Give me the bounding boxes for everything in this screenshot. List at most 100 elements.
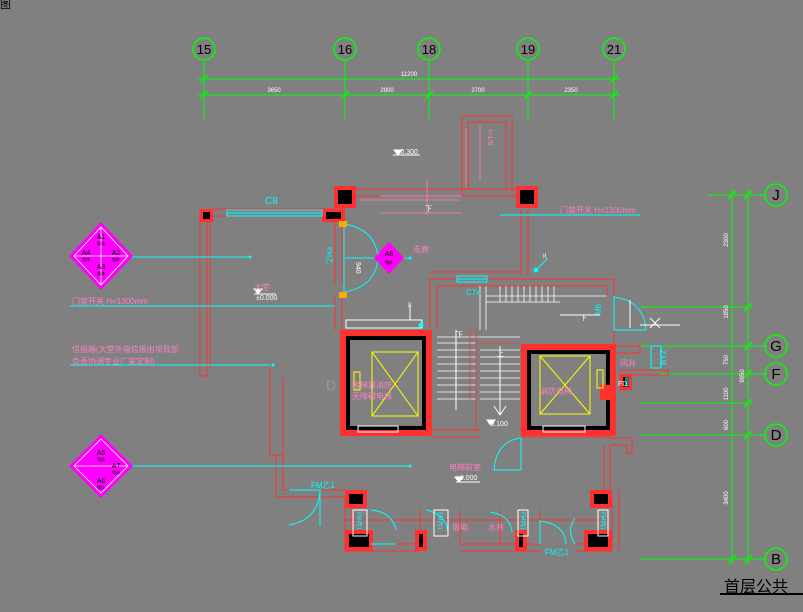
grid-label-F: F [771,366,780,383]
drawing-title: 首层公共 [724,579,789,596]
door-fm21-a-label: FM乙1 [311,481,336,490]
elevation-hall: ±0.000 [456,475,477,482]
window-c7a-label: C7a [466,288,481,297]
door-fm21-b-label: FM乙1 [545,548,570,557]
tag-a8: A8 [385,251,394,258]
door-fm1-b-label: FM丙1 [355,512,362,531]
dashed-door-marks [339,221,347,298]
tag-a3: A3 [97,264,106,271]
tag-b-subtext-1: 墙体 [97,456,105,462]
right-dimension-2: 1850 [724,305,730,319]
stair-down-2: 下 [580,314,587,322]
tag-ii: II [408,303,412,309]
door-switch-left: 门禁开关 H=1300mm [72,296,148,306]
door-fm1-c-label: FM丙1 [436,512,443,531]
elevator-counterweights [353,369,604,391]
grid-label-21: 21 [607,42,621,57]
watermark-d: D [326,377,336,393]
door-fm-label: FM乙 [325,247,333,264]
elevation-lobby: ±0.000 [256,295,277,302]
right-total-dimension: 9950 [740,369,746,383]
room-lobby: 大堂 [254,282,270,292]
wall-blocks [200,186,632,551]
tag-a6: A6 [97,478,106,485]
ramp-slope: i=1/8 [486,130,493,145]
elevator-passenger-1: 客梯兼消防 [352,380,392,390]
leader-dots [248,255,539,468]
right-grid [620,189,765,565]
stair-red-lines [469,330,520,430]
right-dimension-6: 3400 [724,491,730,505]
stair-arrows [455,314,600,416]
top-grid [198,60,620,120]
grid-label-15: 15 [197,42,211,57]
windows [226,209,662,387]
elevator-passenger-2: 无障碍电梯 [352,391,392,401]
top-dimension-1: 3650 [267,88,281,94]
misc-lines [409,300,680,329]
top-total-dimension: 11200 [401,72,418,78]
tag-a-diamond [69,222,133,290]
grid-label-18: 18 [422,42,436,57]
tag-a-subtext-1: 墙体 [97,240,105,246]
window-c8-label: C8 [265,196,278,207]
top-dimension-2: 2900 [380,88,394,94]
corner-text: 图 [0,0,11,11]
tag-ii-2: II [543,254,547,260]
tag-a5: A5 [97,450,106,457]
tag-a-subtext-3: 墙体 [82,256,90,262]
door-fm1-e-label: FM丙1 [599,512,606,531]
grid-label-G: G [770,338,782,355]
tag-a4: A4 [82,250,91,257]
shaft-boxes [345,319,609,537]
room-wind-shaft: 风井 [620,358,636,368]
stair-down-1: 下 [456,331,463,339]
tag-a-subtext-4: 墙体 [112,256,120,262]
walls [199,115,669,552]
right-dimension-4: 1100 [724,387,730,401]
tag-b-subtext-3: 墙体 [97,484,105,490]
mailbox-note-1: 信报箱(大堂外墙信报由项目部 [72,344,179,354]
title-underline [720,593,803,595]
ramp-lines [360,125,481,215]
elevation-top: -0.300 [398,149,418,156]
grid-label-B: B [771,551,781,568]
leader-lines [70,214,640,467]
elevator-doors [357,425,586,433]
elevator-fire: 消防电梯 [540,386,572,396]
tag-a2: A2 [112,250,121,257]
right-dimension-5: 600 [724,419,730,430]
tag-a-subtext-2: 墙体 [97,270,105,276]
right-grid-bubbles [764,183,788,571]
room-elevator-hall: 电梯前室 [449,462,481,472]
top-grid-bubbles [192,37,626,61]
elevation-mid: -0.100 [488,421,508,428]
elevation-markers [252,149,497,483]
door-switch-right: 门禁开关 H=1300mm [560,205,636,215]
tag-a8-subtext: 墙体 [385,259,393,265]
tag-b-diamond [69,434,133,498]
right-dimension-1: 2300 [724,233,730,247]
top-dimension-4: 2350 [564,88,578,94]
tag-a8-diamond [374,242,404,274]
grid-label-16: 16 [338,42,352,57]
doors [288,223,647,545]
dimension-940: 940 [354,262,361,274]
door-m6-label: M6 [594,303,603,315]
window-byz-label: BYZ [659,349,668,365]
stair-up: 上 [497,349,504,358]
tag-a7: A7 [112,463,121,470]
right-dimension-3: 750 [724,354,730,365]
stair-down-3: 下 [425,205,432,213]
top-dimension-3: 2700 [471,88,485,94]
tag-a1: A1 [97,234,106,241]
door-fm1-d-label: FM丙1 [519,512,526,531]
grid-label-19: 19 [521,42,535,57]
mailbox-note-2: 负责协调专业厂家定制) [72,356,155,366]
fd-label: FD [618,381,627,388]
tag-b-subtext-2: 墙体 [112,469,120,475]
elevator-cabins [371,351,591,417]
grid-label-D: D [771,427,782,444]
room-weak-current: 弱电 [452,522,468,532]
